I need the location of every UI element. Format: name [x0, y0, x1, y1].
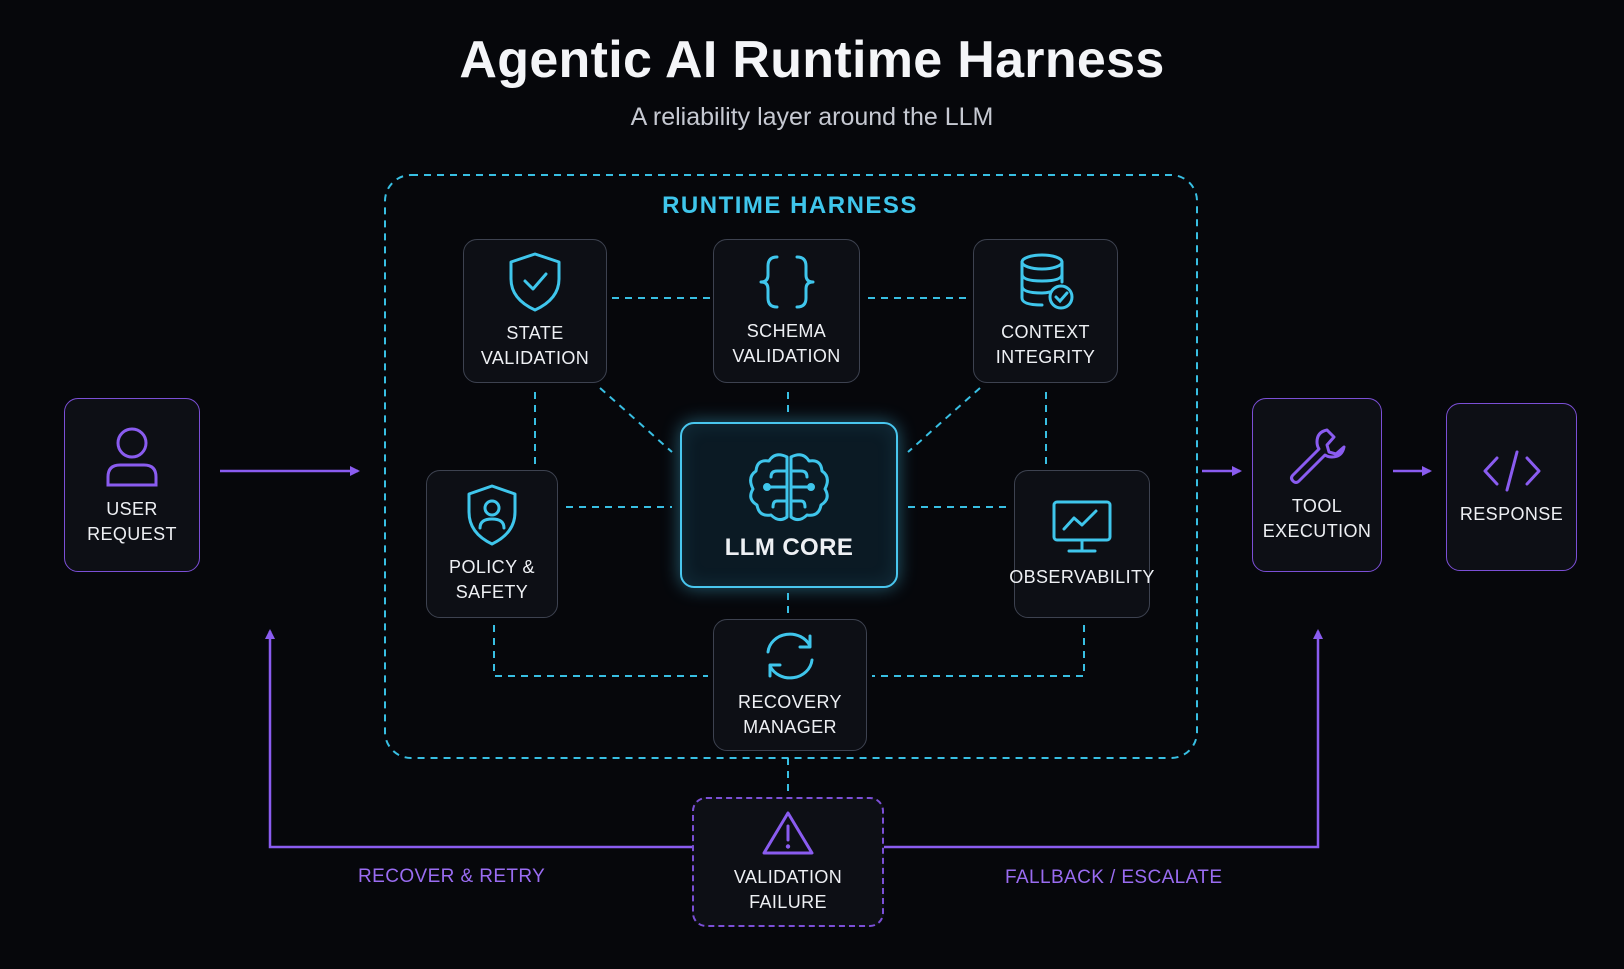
observability-label: OBSERVABILITY: [1009, 566, 1155, 587]
tool-execution-label: TOOL EXECUTION: [1262, 496, 1372, 541]
harness-connectors: [493, 297, 1085, 797]
refresh-icon: [766, 632, 814, 680]
llm-core-label: LLM CORE: [724, 533, 854, 561]
response-node[interactable]: RESPONSE: [1446, 403, 1577, 571]
schema-validation-label: SCHEMA VALIDATION: [732, 321, 841, 366]
user-request-label: USER REQUEST: [87, 499, 177, 544]
validation-failure-node[interactable]: VALIDATION FAILURE: [692, 797, 884, 927]
validation-failure-label: VALIDATION FAILURE: [733, 867, 843, 912]
policy-safety-node[interactable]: POLICY & SAFETY: [426, 470, 558, 618]
monitor-chart-icon: [1052, 500, 1112, 552]
recovery-manager-node[interactable]: RECOVERY MANAGER: [713, 619, 867, 751]
warning-icon: [762, 811, 814, 855]
state-validation-node[interactable]: STATE VALIDATION: [463, 239, 607, 383]
code-icon: [1483, 450, 1540, 491]
tool-execution-node[interactable]: TOOL EXECUTION: [1252, 398, 1382, 572]
braces-icon: [759, 255, 814, 309]
main-flow-arrows: [220, 466, 1432, 849]
context-integrity-node[interactable]: CONTEXT INTEGRITY: [973, 239, 1118, 383]
user-icon: [106, 427, 158, 487]
llm-core-node[interactable]: LLM CORE: [680, 422, 898, 588]
state-validation-label: STATE VALIDATION: [480, 323, 590, 368]
database-check-icon: [1020, 253, 1073, 310]
harness-boundary: [384, 174, 1198, 759]
response-label: RESPONSE: [1459, 503, 1564, 524]
fallback-escalate-label: FALLBACK / ESCALATE: [1005, 867, 1223, 888]
shield-user-icon: [467, 484, 517, 546]
shield-check-icon: [509, 252, 561, 312]
page-subtitle: A reliability layer around the LLM: [630, 103, 994, 131]
wrench-icon: [1290, 428, 1346, 484]
policy-safety-label: POLICY & SAFETY: [449, 557, 535, 602]
page-title: Agentic AI Runtime Harness: [459, 31, 1165, 89]
recovery-manager-label: RECOVERY MANAGER: [738, 692, 842, 737]
observability-node[interactable]: OBSERVABILITY: [1009, 470, 1154, 618]
recover-retry-label: RECOVER & RETRY: [358, 866, 546, 887]
user-request-node[interactable]: USER REQUEST: [64, 398, 200, 572]
schema-validation-node[interactable]: SCHEMA VALIDATION: [713, 239, 860, 383]
harness-label: RUNTIME HARNESS: [662, 192, 918, 219]
context-integrity-label: CONTEXT INTEGRITY: [995, 322, 1096, 367]
brain-icon: [749, 452, 829, 521]
